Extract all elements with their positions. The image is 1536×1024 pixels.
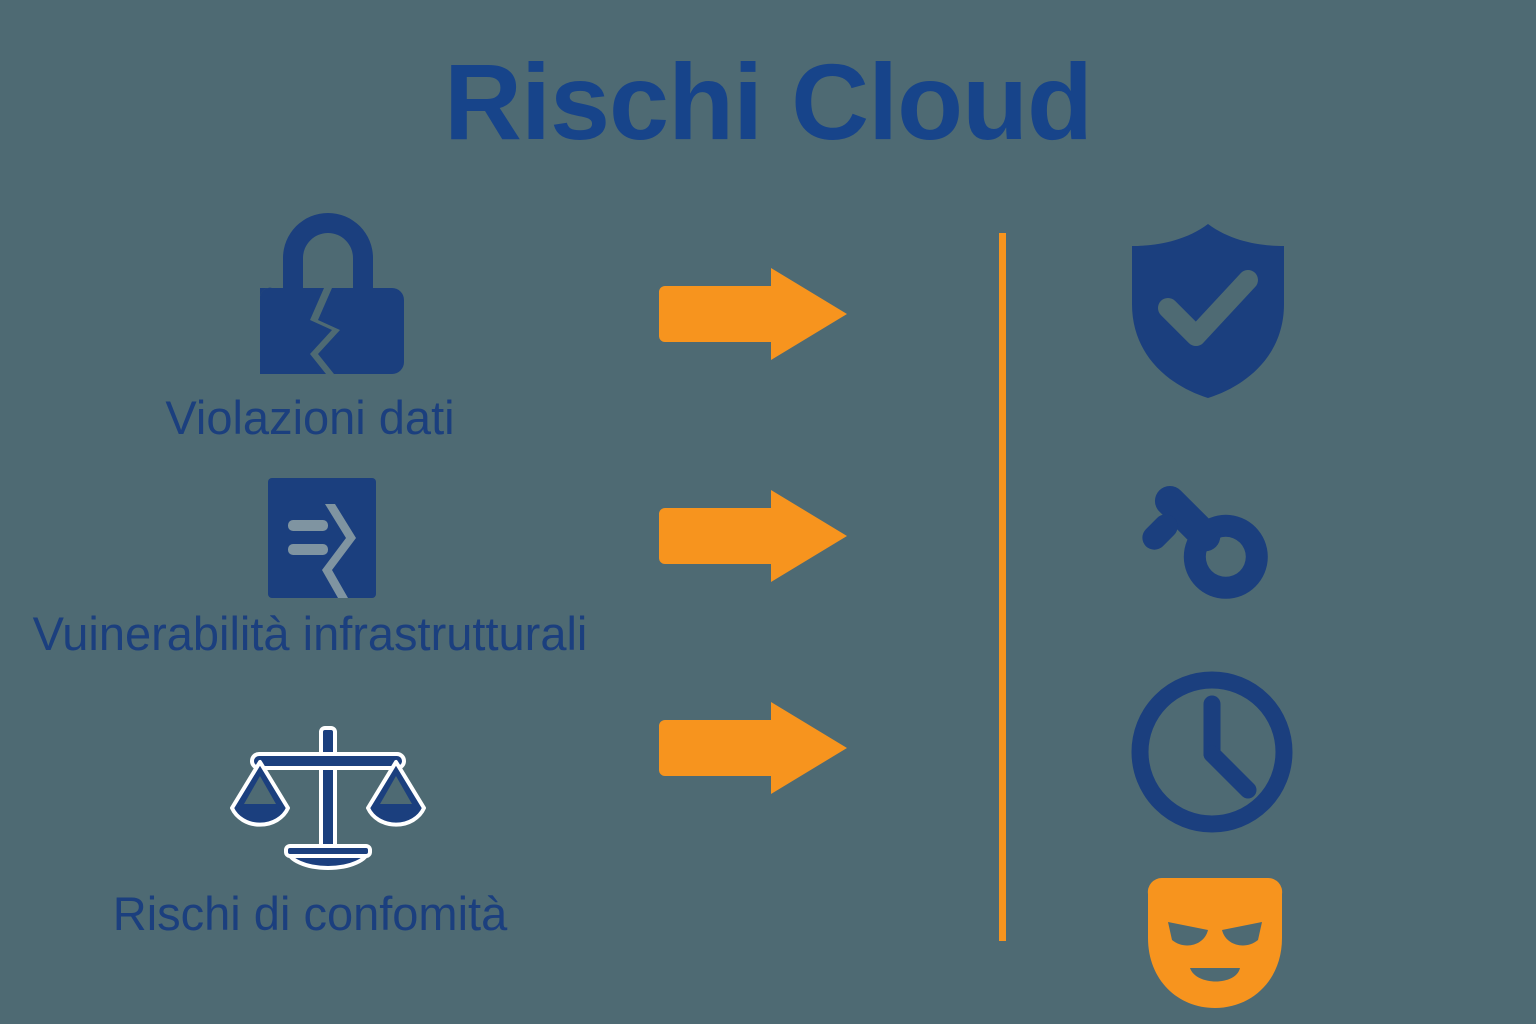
arrow-right-icon	[653, 266, 849, 362]
vertical-divider	[999, 233, 1006, 941]
page-title: Rischi Cloud	[443, 41, 1093, 162]
mask-icon	[1140, 872, 1290, 1012]
torn-document-icon	[266, 476, 378, 600]
shield-check-icon	[1126, 222, 1290, 400]
risk-label-violazioni-dati: Violazioni dati	[165, 391, 455, 444]
balance-scales-icon	[230, 724, 426, 876]
arrow-right-icon	[653, 488, 849, 584]
arrow-right-icon	[653, 700, 849, 796]
clock-icon	[1128, 668, 1296, 836]
risk-label-rischi-di-conformita: Rischi di confomità	[112, 887, 508, 940]
key-icon	[1122, 456, 1290, 618]
broken-padlock-icon	[248, 196, 408, 378]
risk-label-vulnerabilita-infrastrutturali: Vuinerabilità infrastrutturali	[32, 607, 588, 660]
